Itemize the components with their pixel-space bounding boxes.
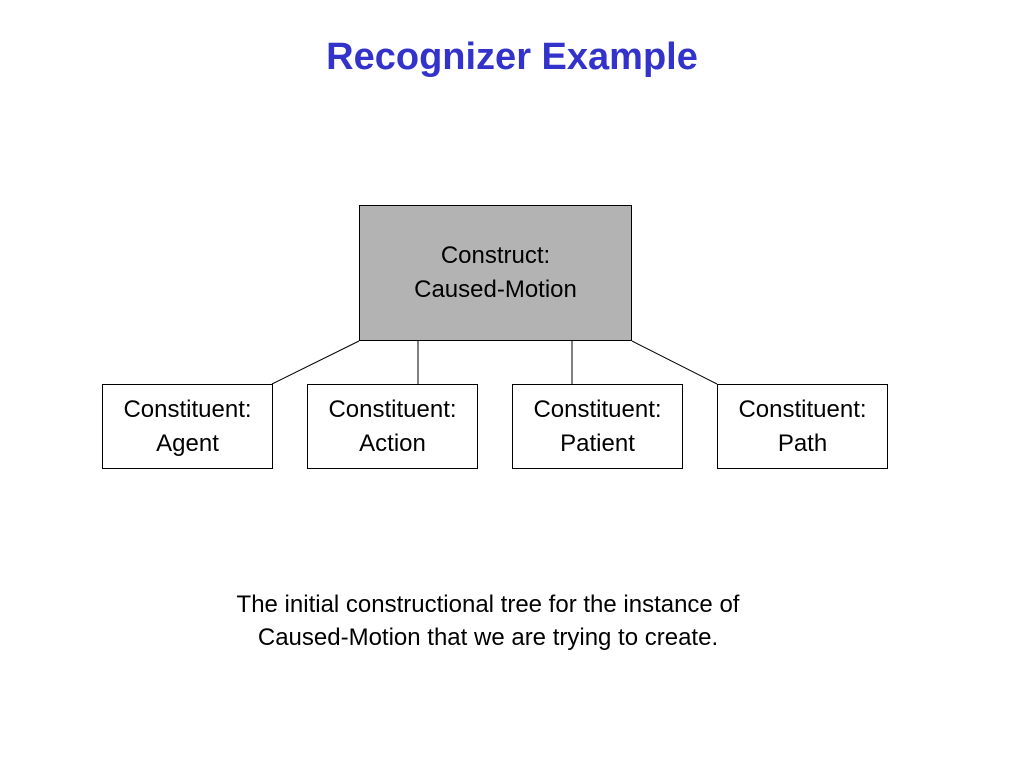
constituent-node-label: Constituent: (738, 395, 867, 423)
constituent-node-name: Patient (560, 429, 635, 457)
constituent-node-name: Agent (156, 429, 219, 457)
connector-path (631, 340, 718, 385)
construct-node: Construct: Caused-Motion (359, 205, 632, 341)
constituent-node-label: Constituent: (533, 395, 662, 423)
caption-line-2: Caused-Motion that we are trying to crea… (257, 624, 719, 651)
caption-line-1: The initial constructional tree for the … (236, 591, 740, 618)
constituent-node-label: Constituent: (123, 395, 252, 423)
constituent-node-label: Constituent: (328, 395, 457, 423)
construct-node-label: Construct: (440, 242, 551, 269)
constituent-node-path: Constituent: Path (717, 384, 888, 469)
diagram-caption: The initial constructional tree for the … (0, 588, 976, 654)
constituent-node-agent: Constituent: Agent (102, 384, 273, 469)
slide-title: Recognizer Example (326, 36, 698, 78)
constituent-node-action: Constituent: Action (307, 384, 478, 469)
constituent-node-name: Action (359, 429, 426, 457)
constituent-node-name: Path (777, 429, 828, 457)
connector-agent (271, 340, 360, 385)
constituent-node-patient: Constituent: Patient (512, 384, 683, 469)
construct-node-name: Caused-Motion (414, 276, 577, 303)
